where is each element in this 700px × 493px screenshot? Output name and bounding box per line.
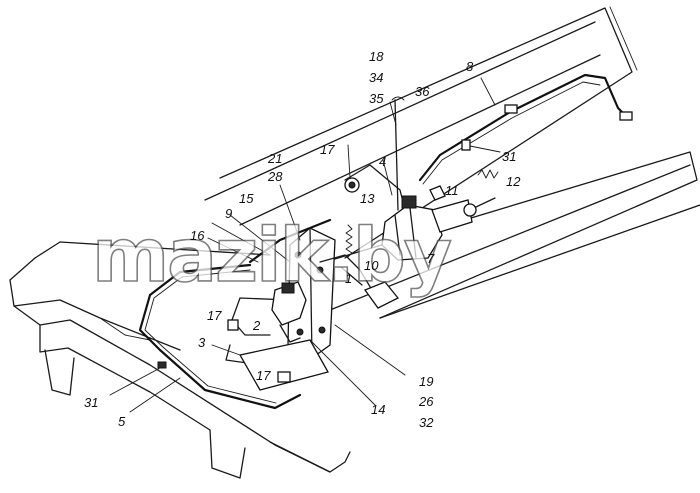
bracket-31-right [461, 139, 471, 151]
right-frame-rail [204, 6, 700, 319]
hydraulic-line-16 [248, 218, 332, 264]
callout-1: 1 [345, 271, 352, 286]
callout-14: 14 [371, 402, 385, 417]
valve-11 [429, 185, 446, 201]
callout-10: 10 [364, 258, 379, 273]
callout-12: 12 [506, 174, 521, 189]
callout-17-top: 17 [320, 142, 335, 157]
callout-21: 21 [267, 151, 282, 166]
left-frame-rail [9, 241, 351, 479]
callout-35: 35 [369, 91, 384, 106]
master-cylinder [271, 281, 307, 343]
coupling-8 [504, 104, 633, 121]
mounting-plate [238, 339, 329, 391]
callout-13: 13 [360, 191, 375, 206]
connector-17-top [344, 177, 360, 193]
leader-lines [109, 77, 501, 413]
callout-17-bottom: 17 [256, 368, 271, 383]
hydraulic-line-8 [418, 73, 630, 185]
callout-34: 34 [369, 70, 383, 85]
rod-36 [394, 99, 399, 211]
bracket-31-left [157, 361, 167, 369]
callout-3: 3 [198, 335, 206, 350]
callout-18: 18 [369, 49, 384, 64]
callout-17-left: 17 [207, 308, 222, 323]
callout-15: 15 [239, 191, 254, 206]
callout-19: 19 [419, 374, 433, 389]
hydraulic-line-5 [138, 263, 302, 410]
return-spring-10 [345, 224, 353, 258]
spring-12 [477, 169, 499, 179]
callout-9: 9 [225, 206, 232, 221]
callout-2: 2 [252, 318, 261, 333]
clutch-pedal [319, 254, 400, 309]
clip-36 [391, 96, 405, 101]
callout-31-right: 31 [502, 149, 516, 164]
callout-28: 28 [267, 169, 283, 184]
connector-17-lower [227, 319, 291, 383]
callout-32: 32 [419, 415, 434, 430]
callout-16: 16 [190, 228, 205, 243]
watermark: mazik.by [92, 213, 451, 299]
callout-7: 7 [427, 251, 435, 266]
pneumatic-booster [381, 195, 496, 261]
callout-4: 4 [379, 154, 386, 169]
callout-31-left: 31 [84, 395, 98, 410]
callout-11: 11 [445, 183, 459, 198]
callout-36: 36 [415, 84, 430, 99]
callout-26: 26 [418, 394, 434, 409]
callout-5: 5 [118, 414, 126, 429]
callout-8: 8 [466, 59, 474, 74]
